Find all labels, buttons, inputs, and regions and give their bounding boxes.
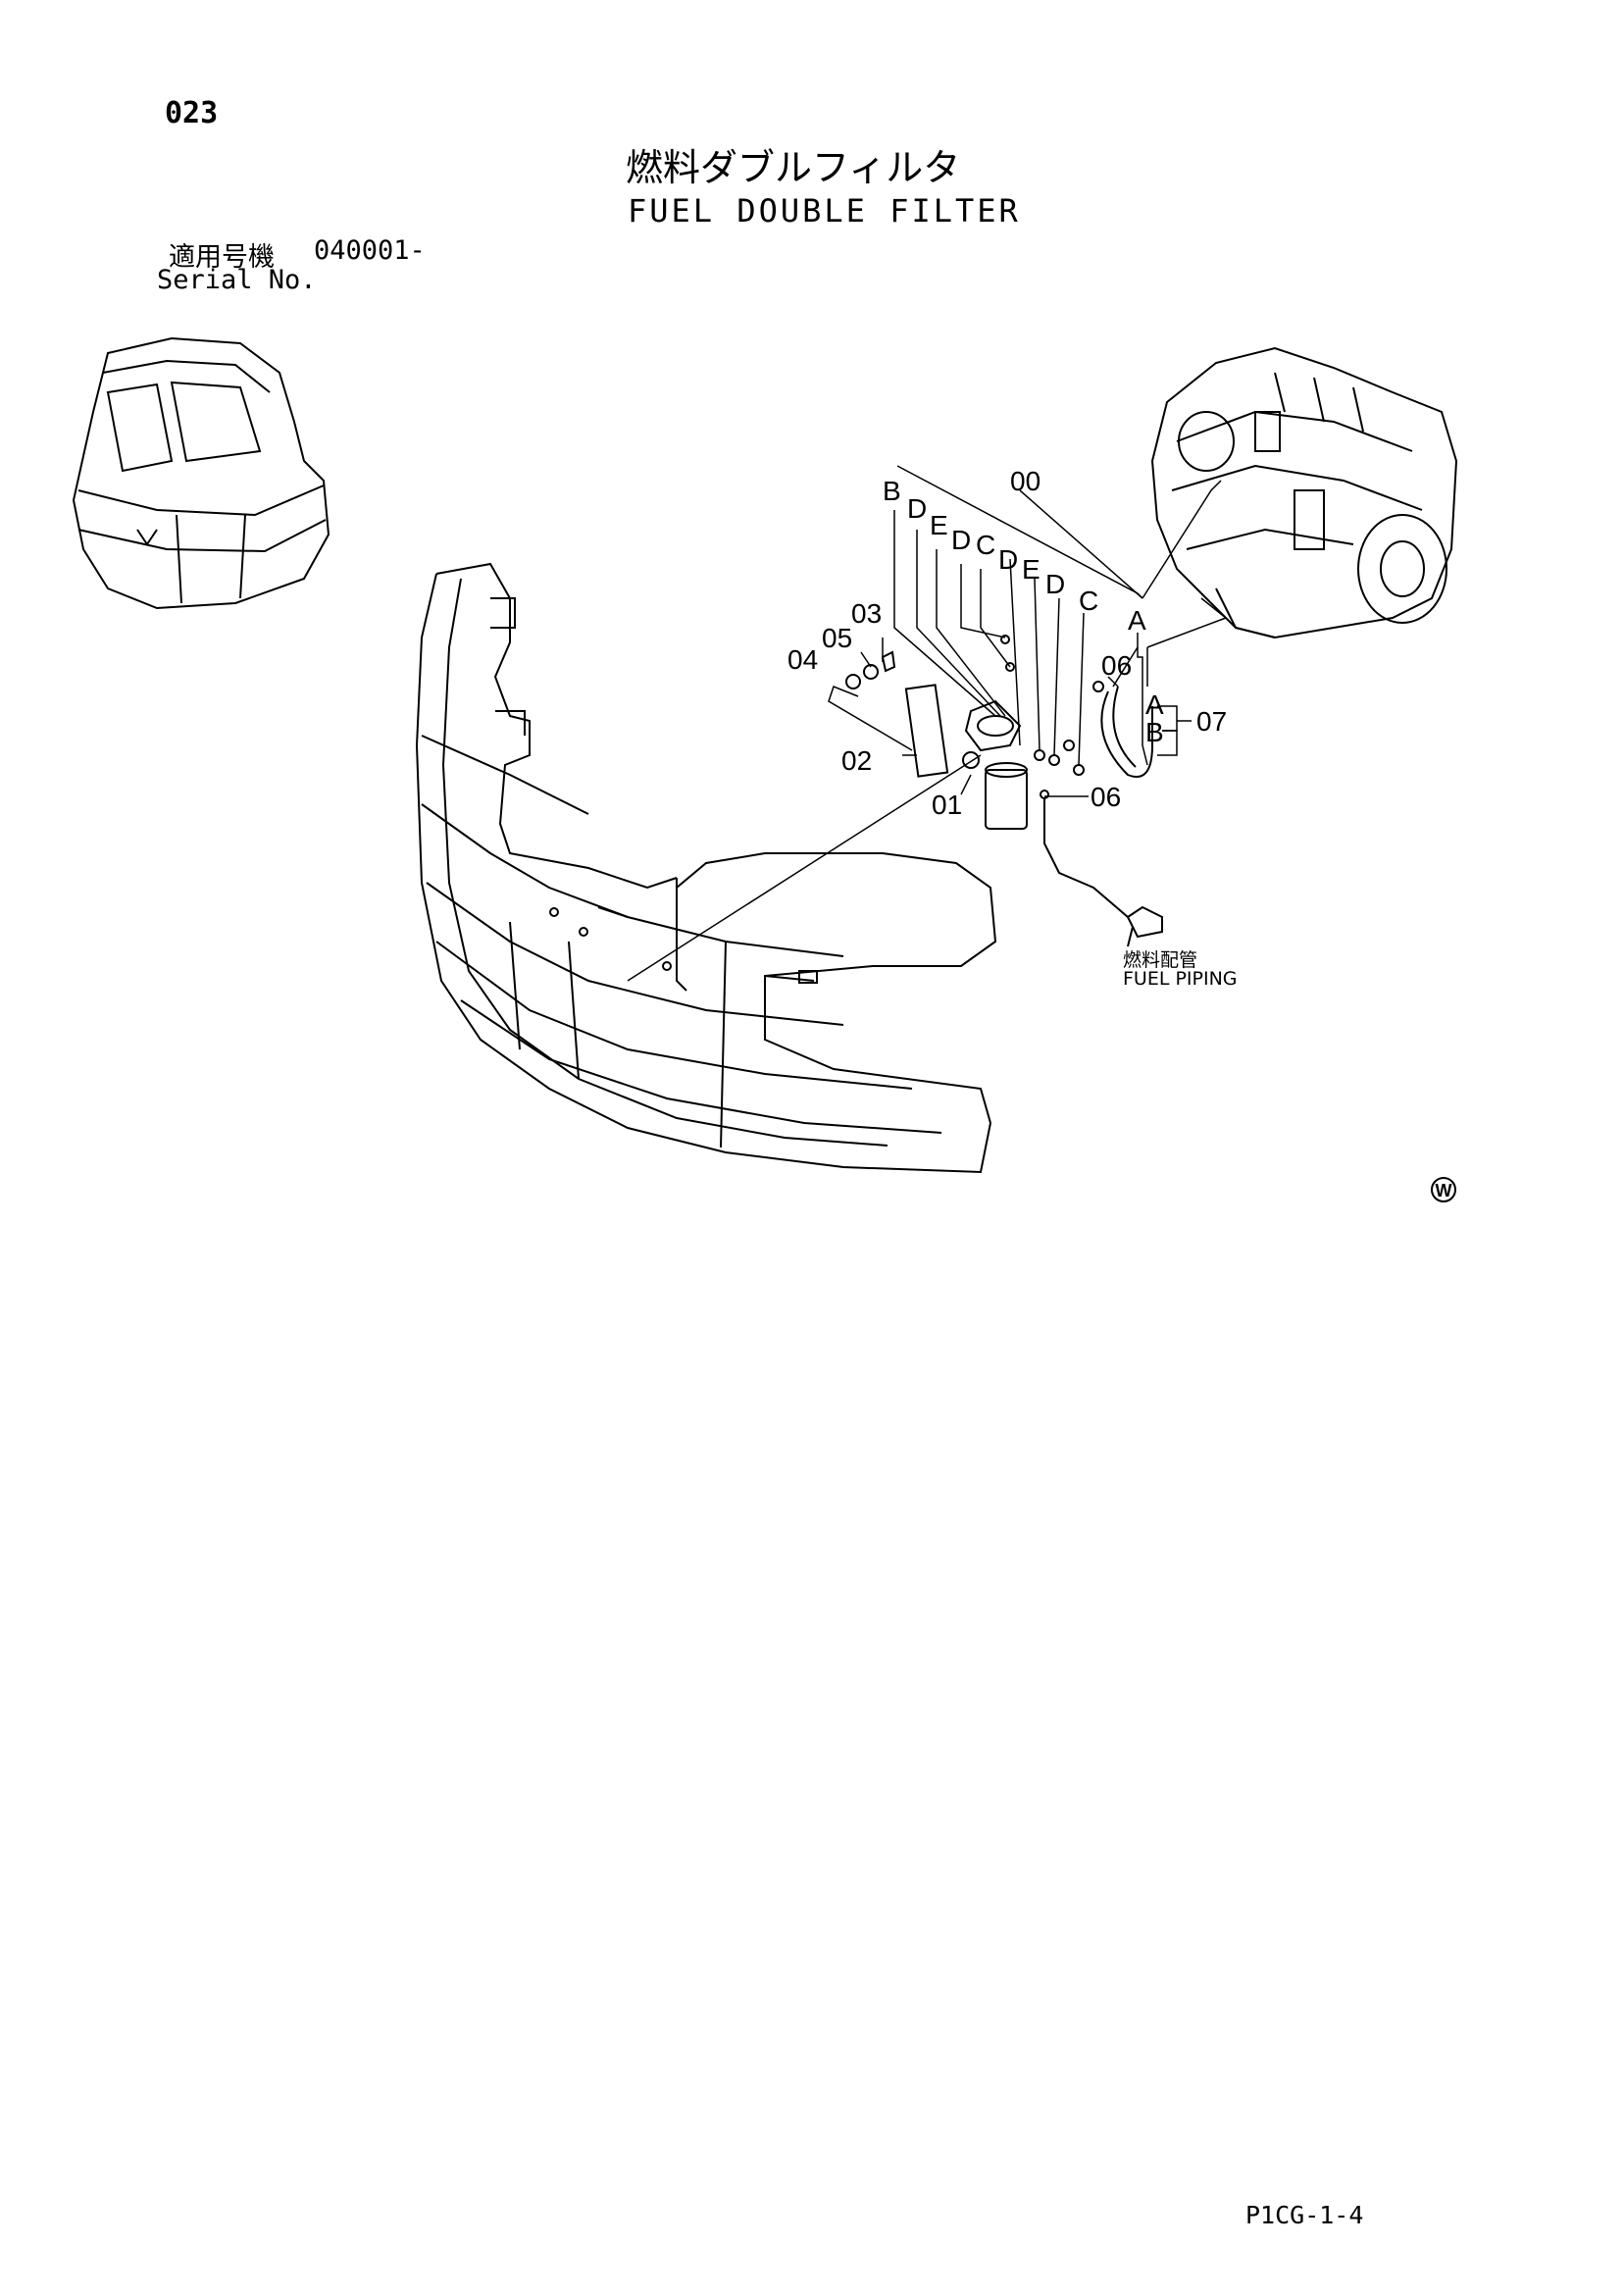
connector-top-0: B xyxy=(883,476,901,506)
excavator-thumbnail xyxy=(72,336,330,610)
connector-top-1: D xyxy=(907,493,927,524)
connector-top-7: D xyxy=(1045,569,1065,599)
connector-top-2: E xyxy=(930,510,948,540)
fuel-piping-label-jp: 燃料配管 xyxy=(1123,949,1197,971)
page-title-en: FUEL DOUBLE FILTER xyxy=(628,192,1021,230)
connector-right-1: B xyxy=(1145,717,1164,747)
leader-lines xyxy=(627,465,1227,982)
serial-label-en: Serial No. xyxy=(157,265,317,295)
page-number: 023 xyxy=(165,96,219,130)
callout-00: 00 xyxy=(1010,466,1040,496)
callout-07: 07 xyxy=(1196,706,1227,737)
serial-label-jp: 適用号機 xyxy=(169,242,275,273)
connector-top-3: D xyxy=(951,525,971,555)
fuel-piping-label-en: FUEL PIPING xyxy=(1123,968,1238,990)
fuel-filter-assembly xyxy=(845,635,1163,947)
connector-top-6: E xyxy=(1022,554,1040,585)
engine-drawing xyxy=(1150,346,1458,639)
callout-06-bottom: 06 xyxy=(1091,782,1121,812)
page-title-jp: 燃料ダブルフィルタ xyxy=(626,146,961,189)
page-code: P1CG-1-4 xyxy=(1245,2201,1364,2229)
connector-top-5: D xyxy=(998,544,1018,575)
counterweight-frame xyxy=(415,562,997,1174)
callout-05: 05 xyxy=(822,623,852,653)
connector-right-0: A xyxy=(1145,689,1164,720)
callout-03: 03 xyxy=(851,598,882,629)
connector-top-8: C xyxy=(1079,586,1098,616)
connector-top-4: C xyxy=(976,530,995,560)
connector-top-9: A xyxy=(1128,605,1146,636)
callout-01: 01 xyxy=(932,790,962,820)
serial-value: 040001- xyxy=(314,235,426,266)
w-mark-circle xyxy=(1431,1177,1456,1202)
w-mark: W xyxy=(1436,1181,1452,1200)
callout-06-top: 06 xyxy=(1101,650,1132,681)
callout-04: 04 xyxy=(787,644,818,675)
callout-02: 02 xyxy=(841,745,872,776)
